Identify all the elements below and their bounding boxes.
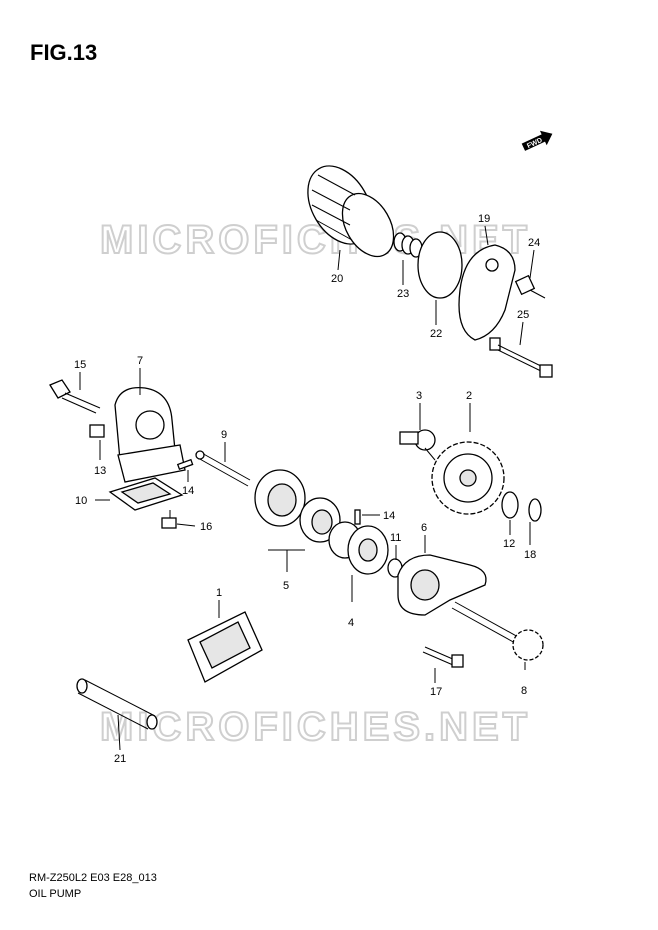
part-rotor-set-b [328,521,389,575]
callout-22: 22 [430,328,442,340]
part-bolt-long [489,337,553,378]
callout-4: 4 [348,617,354,629]
callout-2: 2 [466,390,472,402]
callout-15: 15 [74,359,86,371]
callout-5: 5 [283,580,289,592]
part-bolt-15 [49,379,101,414]
watermark-bottom: MICROFICHES.NET [100,705,531,749]
callout-labels: 1 2 3 4 5 6 7 8 9 10 11 12 13 14 14 15 1… [74,213,540,765]
callout-11: 11 [390,532,401,544]
part-drive-gear [431,441,505,515]
figure-title: FIG.13 [30,40,98,65]
part-shaft [195,450,251,487]
part-bolt-short [514,274,546,299]
part-pump-gear-shaft [451,601,544,661]
callout-21: 21 [114,753,126,765]
part-pivot-bolt [399,429,436,461]
callout-1: 1 [216,587,222,599]
callout-25: 25 [517,309,529,321]
part-washer [501,491,519,519]
callout-12: 12 [503,538,515,550]
part-strainer [187,611,263,683]
part-circlip [528,498,542,522]
part-screw [161,510,177,529]
callout-9: 9 [221,429,227,441]
part-pipe [76,678,158,730]
fwd-arrow-icon: FWD [521,130,553,151]
part-spring [393,232,423,258]
callout-13: 13 [94,465,106,477]
fwd-label: FWD [526,137,543,150]
callout-7: 7 [137,355,143,367]
callout-8: 8 [521,685,527,697]
callout-10: 10 [75,495,87,507]
part-pump-housing [114,386,186,483]
callout-16: 16 [200,521,212,533]
part-pin-right [354,509,361,525]
part-oil-filter [307,165,395,258]
watermark-top: MICROFICHES.NET [100,218,531,262]
callout-18: 18 [524,549,536,561]
leader-lines [79,225,535,751]
callout-14-left: 14 [182,485,194,497]
part-dowel-pin [89,424,105,438]
part-filter-cover [458,244,516,341]
part-pump-case [397,554,487,616]
callout-6: 6 [421,522,427,534]
footer-model-code: RM-Z250L2 E03 E28_013 [29,872,157,884]
part-o-ring [417,231,463,299]
callout-19: 19 [478,213,490,225]
part-pin-left [176,458,194,471]
callout-14-right: 14 [383,510,395,522]
part-gasket [108,477,184,511]
callout-23: 23 [397,288,409,300]
callout-17: 17 [430,686,442,698]
callout-3: 3 [416,390,422,402]
callout-24: 24 [528,237,540,249]
callout-20: 20 [331,273,343,285]
part-rotor-set-a [254,469,341,543]
part-bolt-17 [422,646,464,668]
footer-section-name: OIL PUMP [29,888,82,900]
